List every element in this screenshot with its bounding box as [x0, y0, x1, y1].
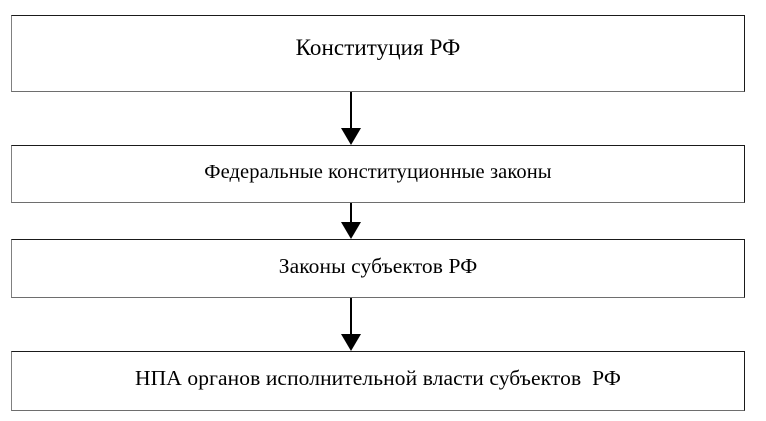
flowchart-node-level-4[interactable]: НПА органов исполнительной власти субъек… — [11, 351, 745, 411]
arrow-head-down-icon — [341, 334, 361, 351]
flowchart-node-label: Законы субъектов РФ — [278, 254, 478, 278]
arrow-head-down-icon — [341, 222, 361, 239]
arrow-shaft — [350, 203, 352, 223]
arrow-shaft — [350, 298, 352, 335]
flowchart-node-label: Конституция РФ — [295, 35, 461, 60]
flowchart-node-level-3[interactable]: Законы субъектов РФ — [11, 239, 745, 298]
arrow-head-down-icon — [341, 128, 361, 145]
flowchart-node-level-2[interactable]: Федеральные конституционные законы — [11, 145, 745, 203]
flowchart-node-label: Федеральные конституционные законы — [204, 161, 552, 183]
flowchart-node-level-1[interactable]: Конституция РФ — [11, 15, 745, 92]
flowchart-node-label: НПА органов исполнительной власти субъек… — [135, 366, 621, 390]
arrow-shaft — [350, 92, 352, 129]
